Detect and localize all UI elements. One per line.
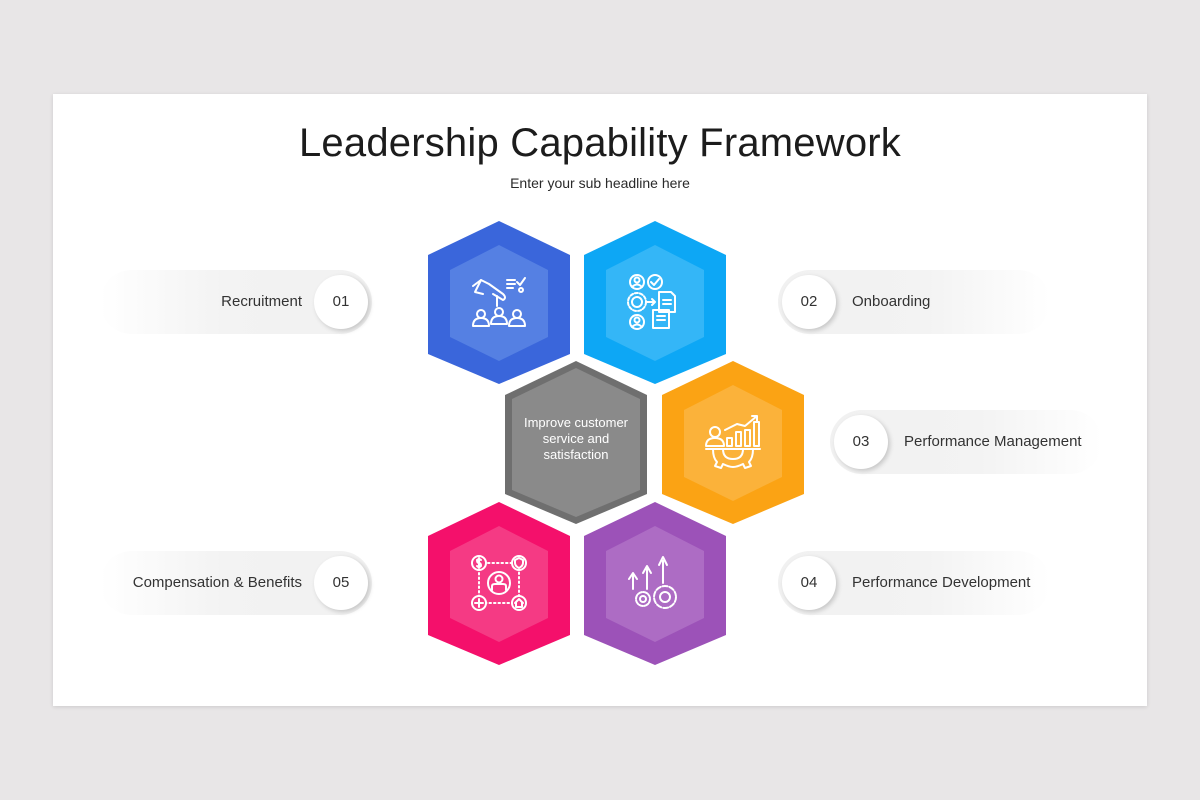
- item-label: Compensation & Benefits: [132, 574, 302, 591]
- item-compensation-benefits: Compensation & Benefits 05: [100, 551, 372, 615]
- center-text-line: Improve customer: [523, 415, 629, 430]
- hex-center-goal: Improve customer service and satisfactio…: [505, 361, 647, 524]
- center-text-line: satisfaction: [543, 447, 609, 462]
- hex-performance-management: [662, 361, 804, 524]
- page-title: Leadership Capability Framework: [298, 121, 902, 165]
- item-label: Recruitment: [221, 293, 302, 310]
- page-subtitle: Enter your sub headline here: [510, 175, 690, 191]
- item-recruitment: Recruitment 01: [100, 270, 372, 334]
- item-performance-development: 04 Performance Development: [778, 551, 1050, 615]
- onboarding-people-gear-documents-icon: [627, 274, 676, 330]
- center-text-line: service and: [542, 431, 610, 446]
- hex-performance-development: [584, 502, 726, 665]
- item-number-badge: 02: [782, 275, 836, 329]
- item-number-badge: 01: [314, 275, 368, 329]
- item-onboarding: 02 Onboarding: [778, 270, 1050, 334]
- recruitment-hand-people-icon: [472, 277, 526, 327]
- hex-recruitment: [428, 221, 570, 384]
- benefits-person-network-icon: [471, 555, 527, 611]
- performance-chart-gear-icon: [705, 415, 761, 469]
- item-label: Performance Development: [852, 574, 1031, 591]
- item-number-badge: 05: [314, 556, 368, 610]
- center-goal-text: Improve customer service and satisfactio…: [519, 415, 633, 463]
- item-number-badge: 04: [782, 556, 836, 610]
- item-label: Onboarding: [852, 293, 931, 310]
- growth-arrows-gears-icon: [628, 556, 677, 609]
- item-performance-management: 03 Performance Management: [830, 410, 1102, 474]
- item-number-badge: 03: [834, 415, 888, 469]
- hex-compensation-benefits: [428, 502, 570, 665]
- hex-onboarding: [584, 221, 726, 384]
- item-label: Performance Management: [904, 433, 1082, 450]
